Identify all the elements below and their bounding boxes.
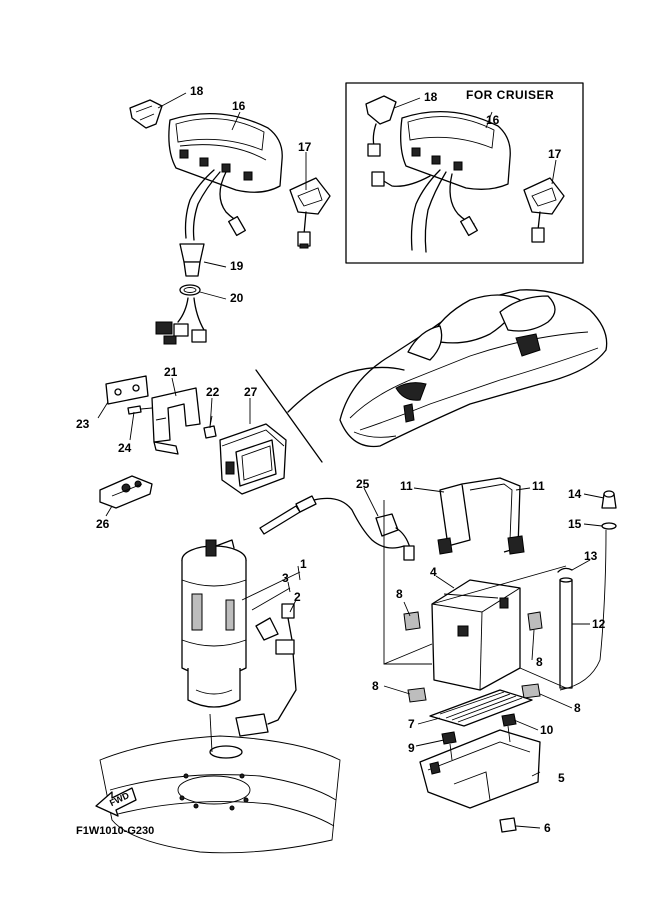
callout-14: 14 [568,487,582,501]
callout-15: 15 [568,517,582,531]
callout-8-upper-left: 8 [396,587,403,601]
callout-18: 18 [190,84,204,98]
callout-23: 23 [76,417,90,431]
bracket-components [99,375,287,509]
inset-callout-18: 18 [424,90,438,104]
callout-8-lower-left: 8 [372,679,379,693]
watercraft [255,289,608,463]
drawing-code: F1W1010-G230 [76,825,154,837]
callout-11-left: 11 [400,479,413,493]
callout-24: 24 [118,441,132,455]
callout-13: 13 [584,549,598,563]
callout-22: 22 [206,385,220,399]
callout-7: 7 [408,717,415,731]
callout-6: 6 [544,821,551,835]
inset-title: FOR CRUISER [466,88,554,102]
battery-assembly [383,477,617,833]
fuel-pump [181,495,415,737]
callout-11-right: 11 [532,479,545,493]
callout-2: 2 [294,590,301,604]
callout-25: 25 [356,477,370,491]
cruiser-inset: FOR CRUISER [345,82,584,264]
callout-5: 5 [558,771,565,785]
callout-27: 27 [244,385,258,399]
leader-lines [97,92,605,829]
callout-1: 1 [300,557,307,571]
callout-4: 4 [430,565,437,579]
callout-16: 16 [232,99,246,113]
callout-21: 21 [164,365,178,379]
callout-9: 9 [408,741,415,755]
callout-8-upper-right: 8 [536,655,543,669]
callout-labels: 18 16 17 19 20 21 22 27 23 24 26 25 11 1… [76,84,606,835]
callout-3: 3 [282,571,289,585]
hull-floor: FWD [95,713,341,854]
callout-17: 17 [298,140,312,154]
inset-callout-16: 16 [486,113,500,127]
callout-26: 26 [96,517,110,531]
meter-assembly [129,99,331,345]
callout-12: 12 [592,617,606,631]
callout-20: 20 [230,291,244,305]
inset-frame [345,82,584,264]
callout-8-lower-right: 8 [574,701,581,715]
inset-callout-17: 17 [548,147,562,161]
callout-10: 10 [540,723,554,737]
callout-19: 19 [230,259,244,273]
